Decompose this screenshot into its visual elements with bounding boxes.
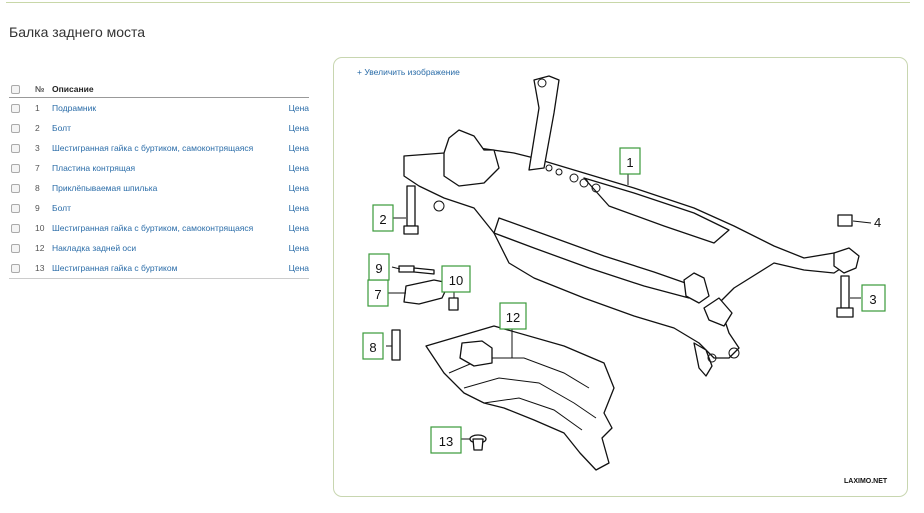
row-checkbox[interactable]: [11, 244, 20, 254]
select-all-checkbox[interactable]: [11, 84, 20, 94]
callout-9[interactable]: 9: [368, 253, 390, 281]
row-checkbox[interactable]: [11, 124, 20, 134]
table-row[interactable]: 9 Болт Цена: [9, 198, 309, 218]
row-number: 1: [35, 103, 40, 113]
row-description-link[interactable]: Шестигранная гайка с буртиком, самоконтр…: [52, 143, 254, 153]
row-checkbox[interactable]: [11, 144, 20, 154]
svg-text:1: 1: [626, 155, 633, 170]
svg-text:8: 8: [369, 340, 376, 355]
row-description-link[interactable]: Подрамник: [52, 103, 97, 113]
table-row[interactable]: 8 Приклёпываемая шпилька Цена: [9, 178, 309, 198]
nut-4-drawing: [837, 214, 853, 227]
callout-8[interactable]: 8: [362, 332, 384, 360]
table-row[interactable]: 10 Шестигранная гайка с буртиком, самокон…: [9, 218, 309, 238]
svg-text:10: 10: [449, 273, 463, 288]
bolt-2-drawing: [403, 185, 419, 235]
page-title: Балка заднего моста: [9, 24, 146, 40]
row-checkbox[interactable]: [11, 164, 20, 174]
row-price-link[interactable]: Цена: [288, 123, 309, 133]
row-price-link[interactable]: Цена: [288, 143, 309, 153]
table-header-row: № Описание: [9, 80, 309, 98]
row-number: 13: [35, 258, 52, 279]
row-number: 7: [35, 163, 40, 173]
row-description-link[interactable]: Болт: [52, 203, 71, 213]
row-description-link[interactable]: Шестигранная гайка с буртиком: [52, 258, 286, 279]
callout-12[interactable]: 12: [499, 302, 527, 330]
row-description-link[interactable]: Болт: [52, 123, 71, 133]
laximo-logo: LAXIMO.NET: [844, 478, 888, 485]
row-description-link[interactable]: Пластина контрящая: [52, 163, 136, 173]
stud-8-drawing: [391, 329, 401, 361]
table-row[interactable]: 7 Пластина контрящая Цена: [9, 158, 309, 178]
callout-1[interactable]: 1: [619, 147, 641, 175]
callout-2[interactable]: 2: [372, 204, 394, 232]
bolt-3-drawing: [836, 275, 854, 318]
svg-text:9: 9: [375, 261, 382, 276]
bracket-7-9-10-drawing: [398, 265, 459, 311]
nut-13-drawing: [469, 434, 487, 451]
callout-10[interactable]: 10: [441, 265, 471, 293]
row-description-link[interactable]: Накладка задней оси: [52, 243, 137, 253]
svg-text:7: 7: [374, 287, 381, 302]
top-divider: [6, 2, 910, 3]
row-number: 8: [35, 183, 40, 193]
parts-diagram: 1 2 3 7 8 9 10 12 13 4 LAXIMO.NET: [362, 75, 888, 485]
row-price-link[interactable]: Цена: [285, 258, 309, 279]
callout-7[interactable]: 7: [367, 279, 389, 307]
row-price-link[interactable]: Цена: [288, 163, 309, 173]
row-description-link[interactable]: Шестигранная гайка с буртиком, самоконтр…: [52, 223, 254, 233]
row-checkbox[interactable]: [11, 224, 20, 234]
callout-13[interactable]: 13: [430, 426, 462, 454]
table-row[interactable]: 3 Шестигранная гайка с буртиком, самоконт…: [9, 138, 309, 158]
svg-text:3: 3: [869, 292, 876, 307]
row-checkbox[interactable]: [11, 184, 20, 194]
table-row[interactable]: 2 Болт Цена: [9, 118, 309, 138]
row-price-link[interactable]: Цена: [288, 223, 309, 233]
row-price-link[interactable]: Цена: [288, 183, 309, 193]
cover-12-drawing: [425, 325, 615, 471]
row-number: 10: [35, 223, 45, 233]
table-row[interactable]: 1 Подрамник Цена: [9, 98, 309, 119]
row-description-link[interactable]: Приклёпываемая шпилька: [52, 183, 158, 193]
row-number: 9: [35, 203, 40, 213]
row-checkbox[interactable]: [11, 264, 20, 274]
column-header-number: №: [35, 80, 52, 98]
svg-text:2: 2: [379, 212, 386, 227]
leader-lines: [386, 174, 872, 440]
row-price-link[interactable]: Цена: [288, 243, 309, 253]
label-4[interactable]: 4: [874, 215, 881, 230]
row-number: 12: [35, 243, 45, 253]
row-price-link[interactable]: Цена: [288, 103, 309, 113]
table-row[interactable]: 12 Накладка задней оси Цена: [9, 238, 309, 258]
column-header-description: Описание: [52, 80, 286, 98]
row-number: 2: [35, 123, 40, 133]
diagram-panel: + Увеличить изображение: [333, 57, 908, 497]
row-checkbox[interactable]: [11, 104, 20, 114]
row-checkbox[interactable]: [11, 204, 20, 214]
subframe-drawing: [403, 75, 860, 377]
svg-text:13: 13: [439, 434, 453, 449]
row-price-link[interactable]: Цена: [288, 203, 309, 213]
zoom-image-link[interactable]: + Увеличить изображение: [357, 67, 460, 77]
svg-text:12: 12: [506, 310, 520, 325]
row-number: 3: [35, 143, 40, 153]
callout-3[interactable]: 3: [861, 284, 886, 312]
